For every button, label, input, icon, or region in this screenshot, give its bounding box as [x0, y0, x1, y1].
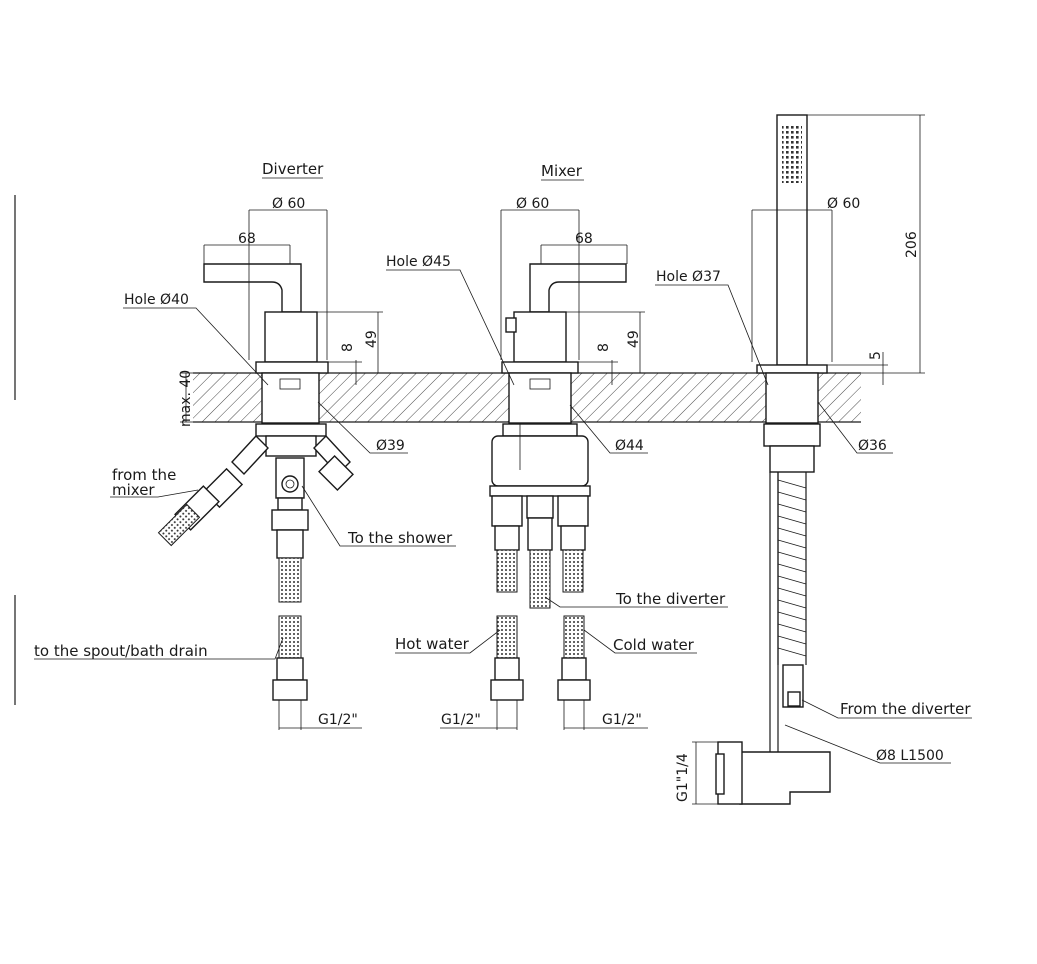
diverter-height-label: 49	[364, 330, 380, 348]
outlet-thread-label: G1"1/4	[675, 753, 691, 802]
thread-label-diverter: G1/2"	[318, 712, 358, 728]
connection-labels: from the mixer To the shower to the spou…	[34, 466, 971, 718]
hot-water-label: Hot water	[395, 635, 470, 653]
mixer-title: Mixer	[541, 162, 583, 180]
leader-lines	[34, 269, 972, 764]
to-diverter-label: To the diverter	[615, 590, 726, 608]
shower-body-label: Ø36	[858, 438, 887, 454]
dimension-text: Ø 60 68 Hole Ø40 8 49 max. 40 Ø39 Ø 60 6…	[124, 196, 944, 802]
mixer-handle-label: 68	[575, 231, 593, 247]
shower-small-label: 5	[868, 351, 884, 360]
max-depth-label: max. 40	[178, 370, 194, 427]
shower-height-label: 206	[904, 231, 920, 258]
diverter-handle-label: 68	[238, 231, 256, 247]
diverter-diameter-label: Ø 60	[272, 196, 305, 212]
mixer-height-label: 49	[626, 330, 642, 348]
from-mixer-label-line1: from the	[112, 466, 176, 484]
hand-shower-assembly	[715, 114, 831, 805]
mixer-body-label: Ø44	[615, 438, 644, 454]
mixer-small-label: 8	[596, 343, 612, 352]
thread-label-hot: G1/2"	[441, 712, 481, 728]
dimension-lines	[203, 114, 925, 805]
to-shower-label: To the shower	[347, 529, 453, 547]
diverter-small-label: 8	[340, 343, 356, 352]
titles: Diverter Mixer	[262, 160, 584, 181]
shower-hole-label: Hole Ø37	[656, 269, 721, 285]
diverter-title: Diverter	[262, 160, 324, 178]
diverter-body-label: Ø39	[376, 438, 405, 454]
diverter-assembly	[157, 263, 354, 701]
diverter-hole-label: Hole Ø40	[124, 292, 189, 308]
from-diverter-label: From the diverter	[840, 700, 971, 718]
mixer-diameter-label: Ø 60	[516, 196, 549, 212]
hose-length-label: Ø8 L1500	[876, 748, 944, 764]
cold-water-label: Cold water	[613, 636, 695, 654]
from-mixer-label-line2: mixer	[112, 481, 155, 499]
shower-diameter-label: Ø 60	[827, 196, 860, 212]
thread-label-cold: G1/2"	[602, 712, 642, 728]
mixer-assembly	[489, 263, 627, 701]
mixer-hole-label: Hole Ø45	[386, 254, 451, 270]
to-spout-label: to the spout/bath drain	[34, 642, 208, 660]
